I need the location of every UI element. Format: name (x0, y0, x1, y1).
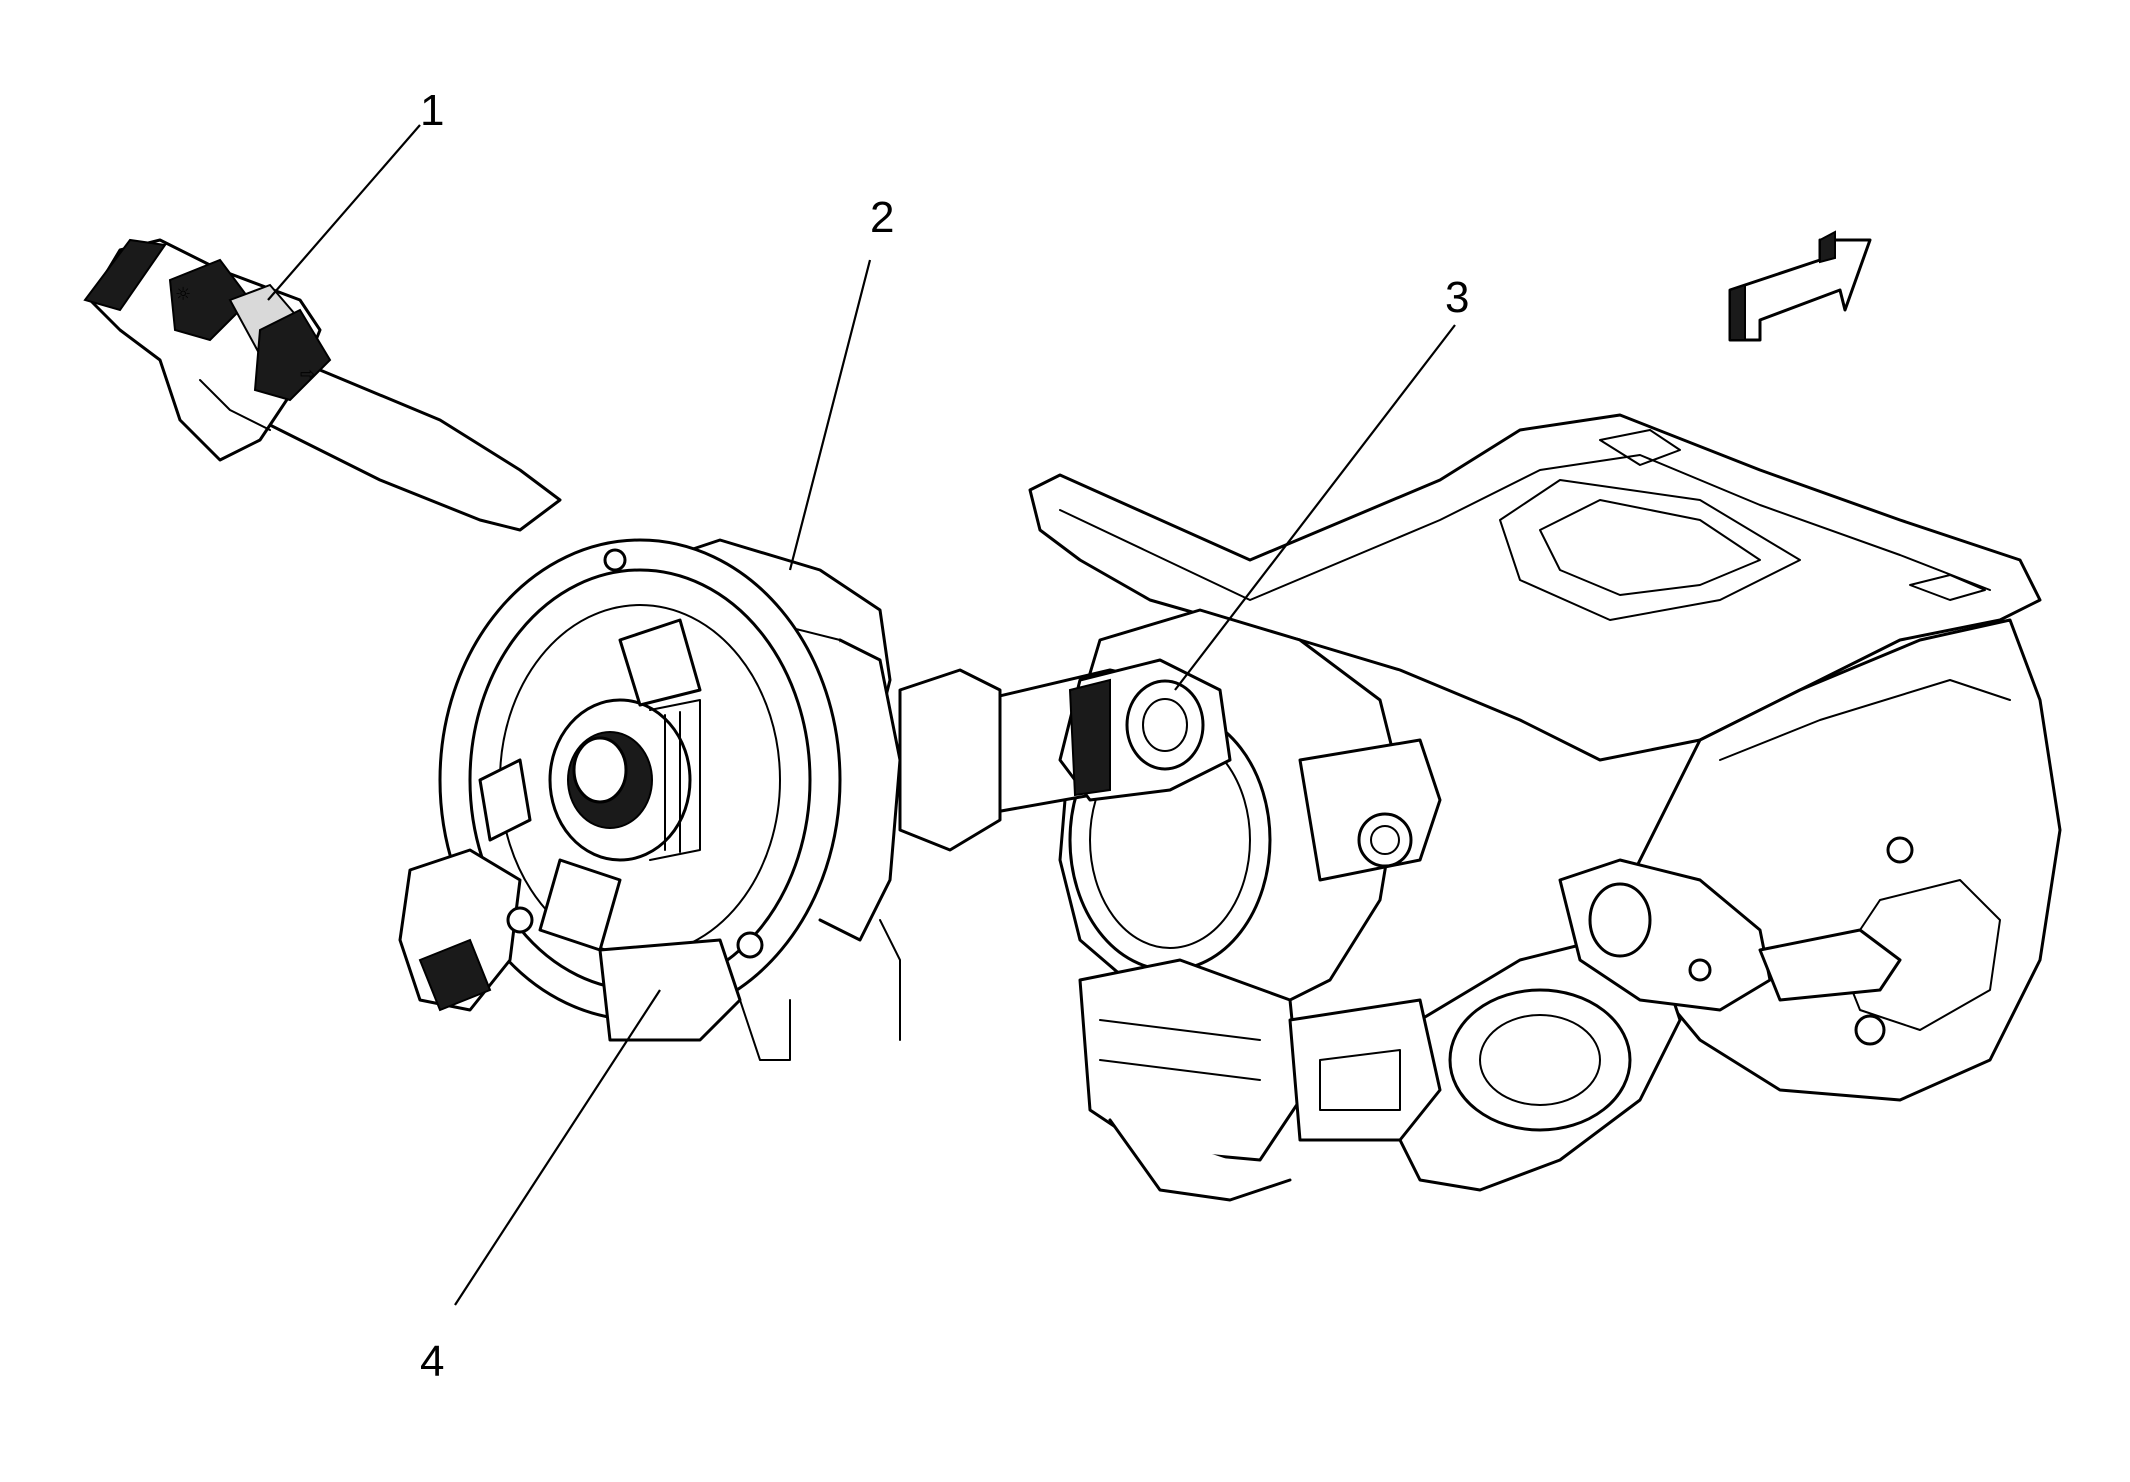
turn-signal-switch-lever: ☼ ⇨ (83, 238, 562, 532)
svg-text:☼: ☼ (175, 284, 191, 305)
callout-leaders (267, 124, 1456, 1306)
leader-1 (267, 124, 421, 301)
callout-4: 4 (420, 1337, 444, 1386)
leader-2 (788, 259, 872, 571)
clock-spring-coil (398, 538, 842, 1042)
callout-3: 3 (1445, 273, 1469, 322)
callout-2: 2 (870, 193, 894, 242)
svg-text:⇨: ⇨ (300, 364, 315, 385)
leader-3 (1174, 324, 1456, 691)
steering-column-housing (1028, 413, 2062, 1192)
wiper-switch-lever (898, 658, 1232, 852)
callout-1: 1 (420, 86, 444, 135)
leader-4 (454, 989, 661, 1306)
front-direction-arrow-icon (1728, 230, 1872, 342)
